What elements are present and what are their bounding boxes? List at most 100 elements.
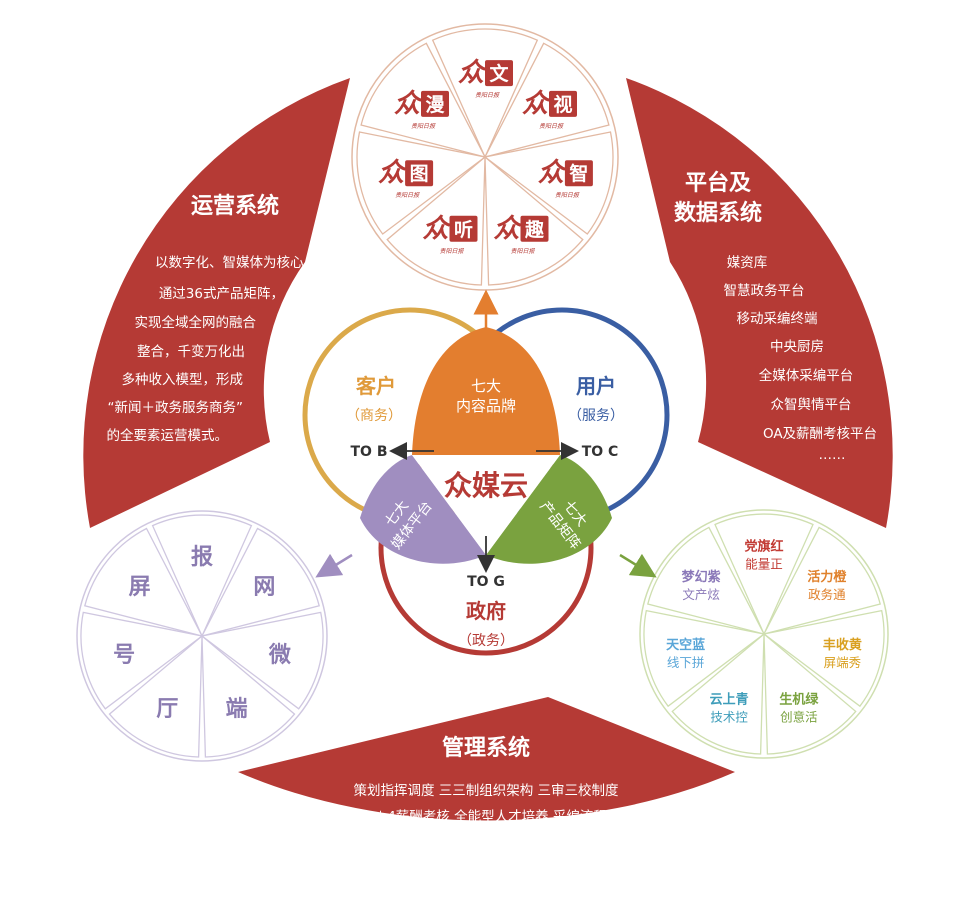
management-lines: 策划指挥调度 三三制组织架构 三审三校制度 4＋4薪酬考核 全能型人才培养 采编… [353,782,618,851]
management-line: 4＋4薪酬考核 全能型人才培养 采编流程 [365,808,607,825]
product-sector [714,513,814,636]
gov-label: 政府 [466,599,506,623]
gov-sub: （政务） [458,633,514,649]
media-sector [108,634,203,758]
platform-item: 全媒体采编平台 [759,367,854,384]
brand-logo-sub: 贵阳日报 [439,247,464,255]
media-platform-label[interactable]: 网 [253,575,275,600]
media-sector [201,634,296,758]
petal-product [486,455,612,564]
to-b-label: TO B [351,444,388,460]
product-sector [762,526,881,635]
petal-brand [412,327,560,455]
product-sub: 能量正 [745,557,783,572]
product-sub: 屏端秀 [824,655,862,670]
brand-logo[interactable]: 众视贵阳日报 [522,89,577,130]
product-sub: 线下拼 [667,655,705,670]
brand-logo-sub: 贵阳日报 [555,191,580,199]
arrow-to-product-wheel [619,553,657,578]
petal-media [360,455,486,564]
brand-petal-text: 内容品牌 [456,397,516,415]
brand-sector [386,155,486,286]
platform-items: 媒资库 智慧政务平台 移动采编终端 中央厨房 全媒体采编平台 众智舆情平台 OA… [724,255,878,463]
brand-logo-char: 视 [553,93,572,116]
product-name: 云上青 [710,691,749,707]
brand-logo-sub: 贵阳日报 [539,122,564,130]
ops-line: 整合，千变万化出 [137,344,245,360]
ops-title: 运营系统 [191,193,279,219]
product-name: 活力橙 [807,569,847,585]
media-platform-label[interactable]: 端 [226,697,248,722]
product-name: 生机绿 [779,691,819,707]
venn [302,307,670,656]
media-platform-label[interactable]: 屏 [129,575,151,600]
product-sector [671,632,765,755]
arrow-to-media-wheel [315,553,353,578]
media-sector [200,611,324,710]
brand-logo[interactable]: 众文贵阳日报 [458,58,513,99]
product-name: 梦幻紫 [682,569,721,585]
ops-line: 的全要素运营模式。 [107,427,229,444]
management-line: 财务及资本运营 内控制度 团队文化 [380,835,591,851]
brand-logo-glyph: 众 [458,58,488,88]
brand-logo[interactable]: 众漫贵阳日报 [394,89,449,130]
platform-item: 众智舆情平台 [771,397,852,413]
platform-item: 媒资库 [727,255,768,271]
platform-item: 智慧政务平台 [724,283,805,299]
brand-logo-sub: 贵阳日报 [510,247,535,255]
brand-logo[interactable]: 众趣贵阳日报 [493,214,549,255]
product-name: 天空蓝 [666,637,705,653]
brand-logo-box [405,160,434,187]
to-g-label: TO G [467,574,505,590]
brand-logo-box [520,215,549,242]
brand-logo-box [485,60,513,87]
brand-logo[interactable]: 众智贵阳日报 [538,158,593,199]
user-sub: （服务） [568,408,624,424]
media-sector [151,514,253,638]
platform-band [626,78,893,528]
media-sector [80,611,204,710]
ops-line: 实现全域全网的融合 [135,314,257,331]
ops-line: 多种收入模型，形成 [122,371,244,388]
brand-sector [483,131,614,235]
brand-logo-char: 图 [410,163,429,185]
to-c-label: TO C [582,444,619,460]
product-sub: 政务通 [808,587,846,602]
product-sector [643,609,766,708]
ops-line: 以数字化、智媒体为核心， [155,255,317,271]
product-sub: 技术控 [710,709,748,724]
platform-title: 数据系统 [674,200,762,226]
brand-wheel: 众文贵阳日报众视贵阳日报众智贵阳日报众趣贵阳日报众听贵阳日报众图贵阳日报众漫贵阳… [351,23,619,291]
media-platform-label[interactable]: 报 [191,545,213,570]
brand-logo-char: 文 [489,62,509,85]
media-platform-label[interactable]: 厅 [156,697,178,722]
platform-item: OA及薪酬考核平台 [763,426,877,442]
platform-item: 移动采编终端 [737,311,818,327]
platform-item: …… [819,447,846,463]
brand-logo-glyph: 众 [422,214,452,244]
brand-logo-sub: 贵阳日报 [395,191,420,199]
product-sector [762,609,885,708]
product-sub: 文产炫 [682,587,720,602]
brand-logo-glyph: 众 [378,158,408,188]
brand-logo[interactable]: 众听贵阳日报 [422,214,478,255]
brand-logo-char: 智 [569,162,588,185]
media-platform-label[interactable]: 号 [113,643,135,668]
brand-logo-char: 漫 [425,94,445,116]
management-band [238,697,735,821]
brand-logo[interactable]: 众图贵阳日报 [378,158,434,199]
media-platform-label[interactable]: 微 [268,642,291,668]
product-name: 丰收黄 [823,637,862,653]
brand-sector [483,42,610,158]
media-sector [84,527,204,637]
platform-item: 中央厨房 [770,339,824,355]
